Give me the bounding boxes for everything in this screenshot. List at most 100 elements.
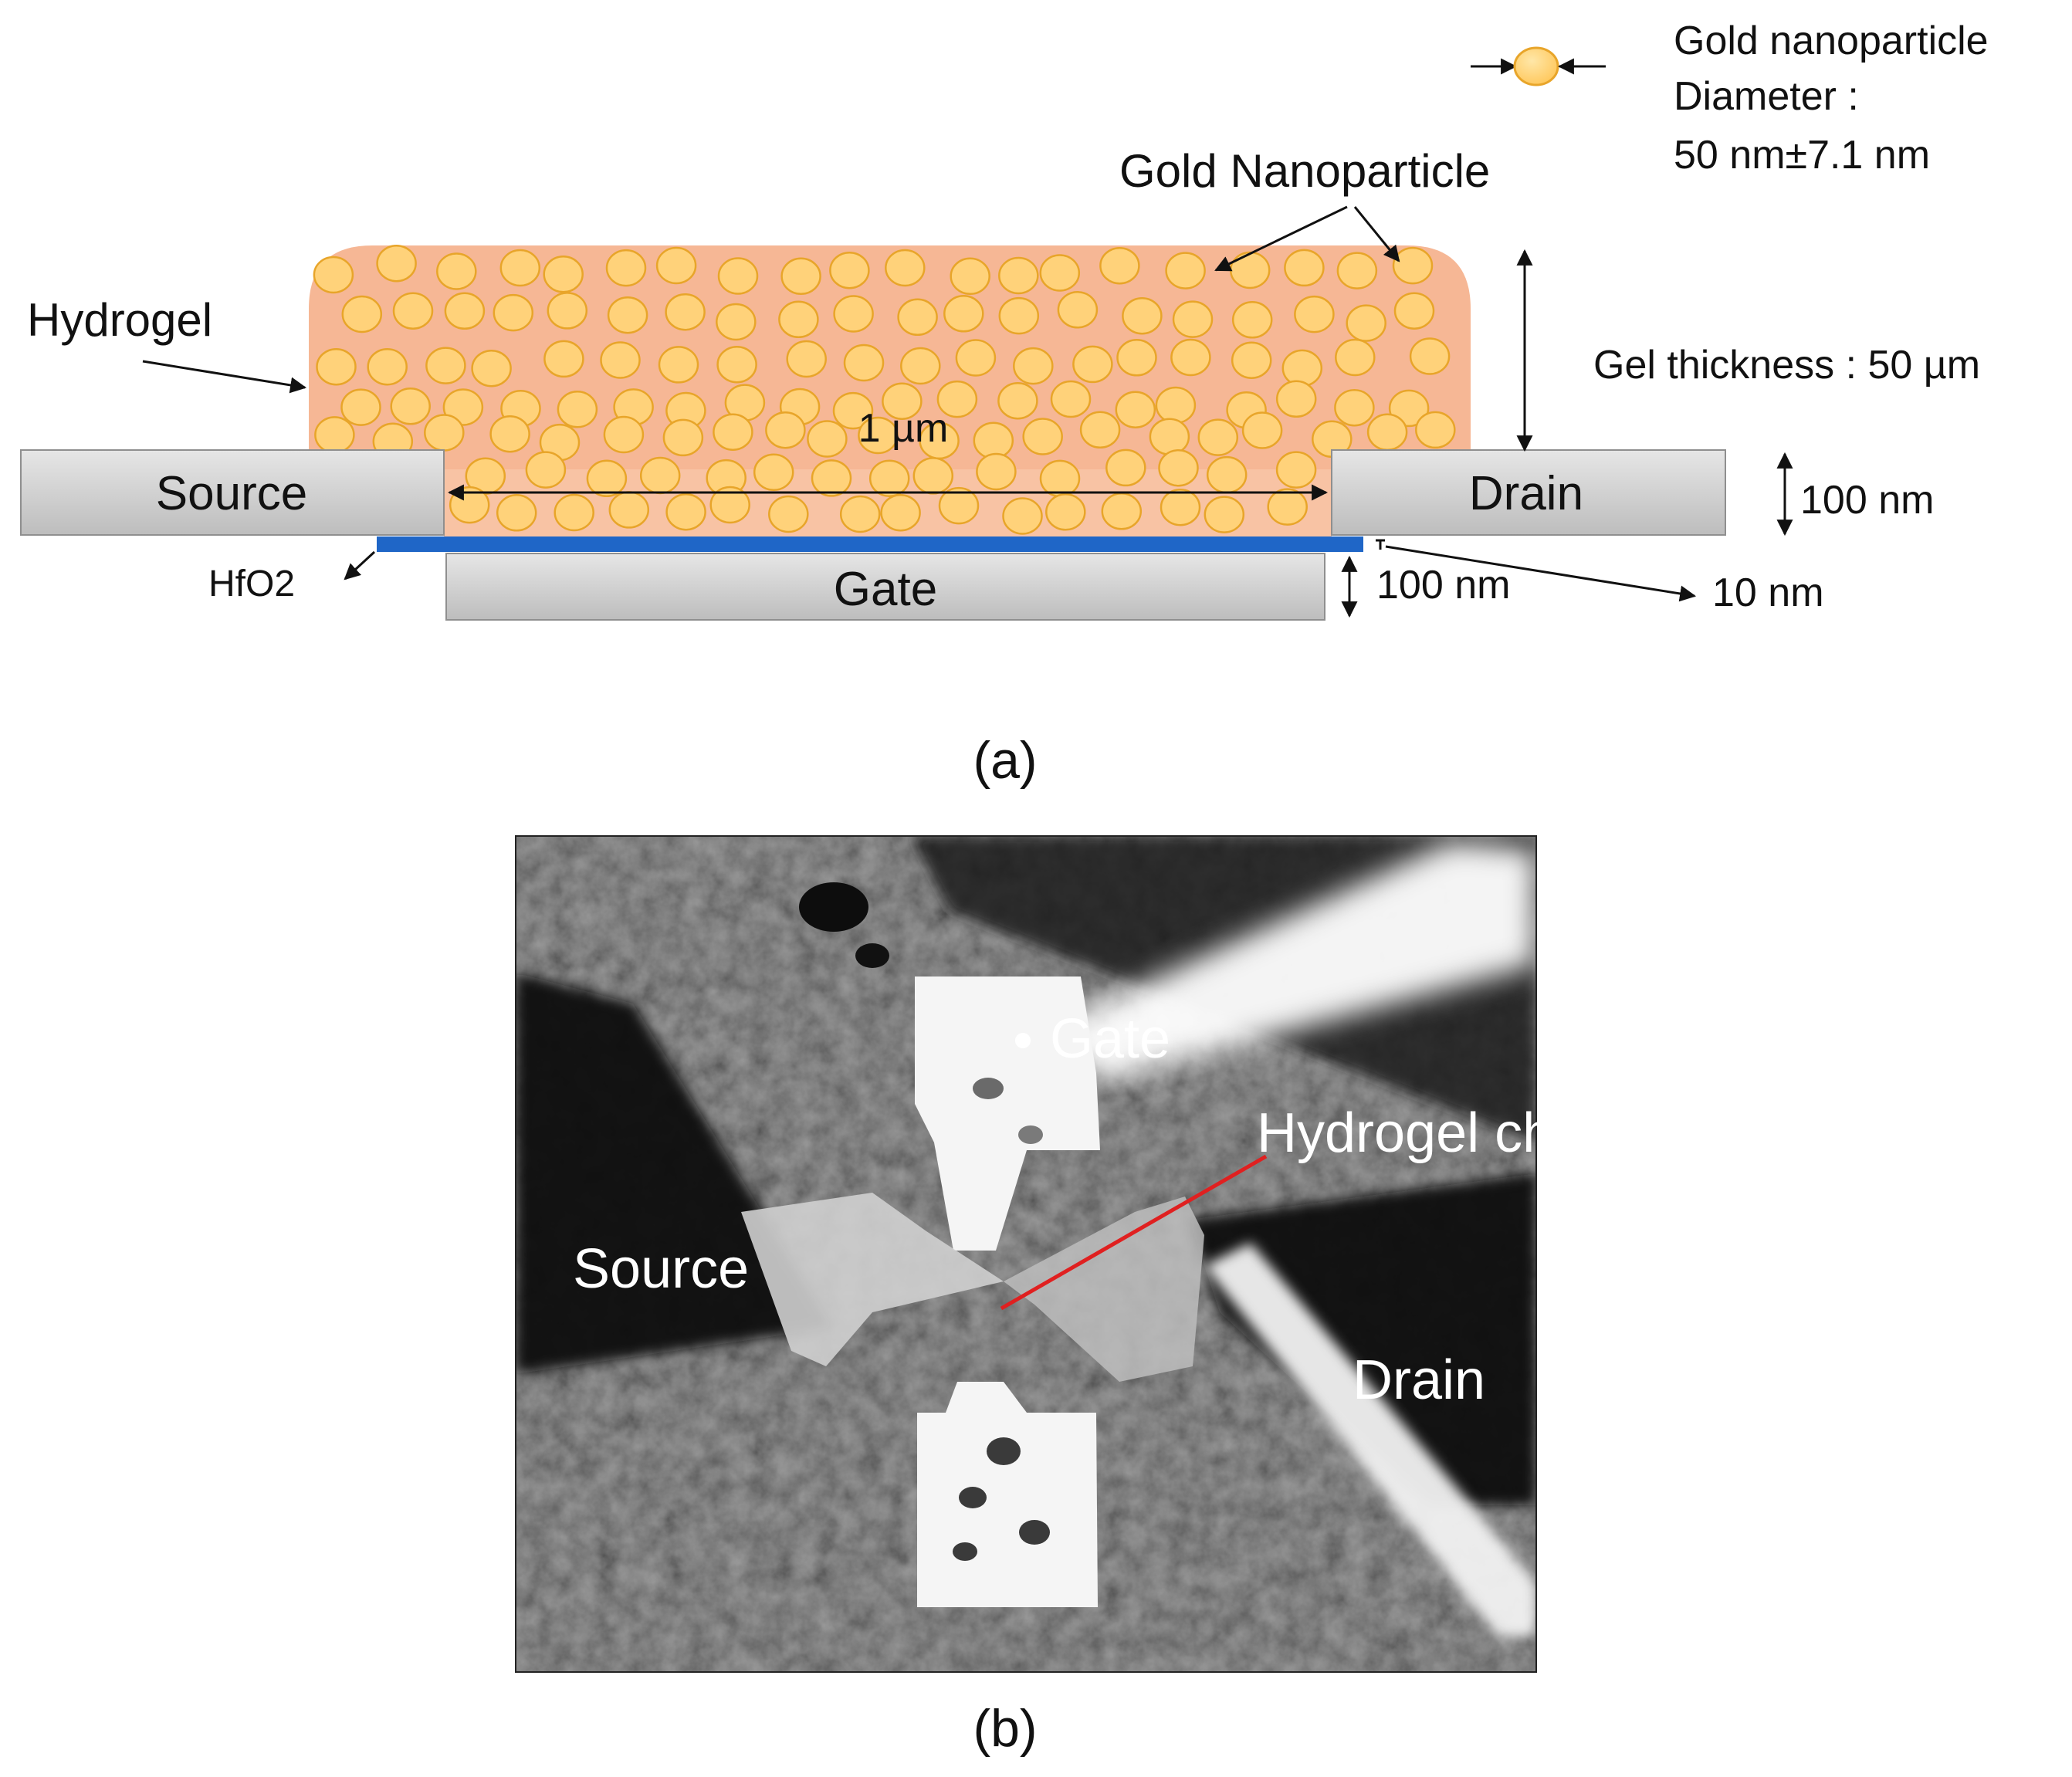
- nanoparticle: [1115, 391, 1156, 428]
- nanoparticle: [1393, 292, 1435, 330]
- nanoparticle: [973, 421, 1014, 459]
- source-label: Source: [156, 467, 307, 520]
- nanoparticle: [1334, 388, 1375, 427]
- micro-source-label: Source: [573, 1238, 749, 1300]
- nanoparticle: [713, 413, 753, 451]
- nanoparticle: [665, 492, 706, 531]
- nanoparticle: [1013, 347, 1054, 385]
- nanoparticle: [1241, 411, 1283, 449]
- nanoparticle: [1050, 380, 1092, 418]
- nanoparticle: [839, 495, 881, 533]
- gate-label: Gate: [834, 563, 937, 616]
- nanoparticle: [639, 456, 681, 495]
- nanoparticle: [543, 256, 584, 293]
- nanoparticle: [1275, 451, 1317, 489]
- panel-b: Gate Hydrogel channel Source Drain (b): [515, 835, 1689, 1758]
- nanoparticle: [1267, 488, 1308, 526]
- nanoparticle: [1170, 338, 1211, 377]
- nanoparticle: [608, 491, 650, 529]
- drain-label: Drain: [1469, 467, 1583, 520]
- legend-nanoparticle-icon: [1513, 46, 1559, 86]
- legend-line-3: 50 nm±7.1 nm: [1674, 133, 1930, 178]
- nanoparticle: [753, 453, 794, 492]
- caption-a: (a): [973, 731, 1037, 790]
- nanoparticle: [1335, 338, 1376, 377]
- nanoparticle: [1022, 418, 1063, 455]
- nanoparticle: [768, 495, 809, 533]
- legend-line-2: Diameter :: [1674, 74, 1859, 119]
- nanoparticle: [471, 349, 512, 388]
- nanoparticle: [1155, 386, 1197, 425]
- nanoparticle: [367, 347, 408, 386]
- nanoparticle: [997, 381, 1038, 420]
- nanoparticle: [496, 494, 537, 532]
- nanoparticle: [662, 418, 704, 457]
- nanoparticle: [1072, 345, 1113, 384]
- nanoparticle: [1197, 418, 1239, 456]
- nanoparticle: [607, 296, 648, 334]
- hfo2-label: HfO2: [208, 564, 295, 604]
- hfo2-layer: [377, 536, 1363, 552]
- nanoparticle: [811, 459, 852, 497]
- nanoparticle: [897, 298, 938, 337]
- nanoparticle: [314, 416, 355, 454]
- nanoparticle: [603, 415, 645, 454]
- gate-electrode: Gate: [445, 553, 1325, 621]
- nanoparticle: [1284, 249, 1325, 287]
- nanoparticle-legend: Gold nanoparticle Diameter : 50 nm±7.1 n…: [1471, 19, 1989, 178]
- nanoparticle: [885, 249, 926, 287]
- nanoparticle: [525, 451, 567, 489]
- nanoparticle: [1160, 488, 1201, 526]
- microscope-image: [516, 836, 1536, 1672]
- nanoparticle: [340, 388, 381, 426]
- gel-thickness-label: Gel thickness : 50 µm: [1593, 343, 1980, 388]
- nanoparticle: [912, 457, 954, 495]
- nanoparticle: [778, 300, 819, 339]
- nanoparticle: [665, 293, 706, 331]
- nanoparticle: [499, 249, 541, 287]
- legend-line-1: Gold nanoparticle: [1674, 19, 1989, 63]
- nanoparticle: [1204, 496, 1245, 533]
- nanoparticle: [765, 411, 806, 449]
- nanoparticle: [1149, 418, 1190, 455]
- nanoparticle: [1409, 337, 1451, 375]
- nanoparticle: [554, 493, 594, 532]
- nanoparticle: [807, 420, 848, 458]
- nanoparticle: [557, 391, 598, 428]
- nanoparticle: [780, 257, 821, 296]
- nanoparticle: [936, 380, 978, 418]
- drain-electrode: Drain: [1331, 449, 1726, 536]
- nanoparticle: [1366, 413, 1408, 452]
- nanoparticle: [955, 339, 997, 377]
- nanoparticle: [950, 257, 990, 296]
- nanoparticle: [489, 415, 530, 453]
- nanoparticle: [444, 292, 486, 330]
- micro-gate-label: Gate: [1050, 1008, 1170, 1070]
- nanoparticle: [655, 246, 697, 285]
- nanoparticle: [436, 252, 477, 290]
- nanoparticle: [341, 295, 383, 333]
- nanoparticle: [882, 382, 923, 420]
- micro-hydrogel-channel-label: Hydrogel channel: [1257, 1102, 1689, 1164]
- nanoparticle: [1336, 252, 1378, 289]
- nanoparticle: [1057, 291, 1099, 329]
- nanoparticle: [858, 416, 899, 455]
- nanoparticle: [1281, 349, 1323, 388]
- nanoparticle: [717, 257, 759, 295]
- nanoparticle: [600, 341, 641, 379]
- gold-nanoparticle-label: Gold Nanoparticle: [1119, 145, 1490, 197]
- nanoparticle: [1099, 246, 1140, 285]
- nanoparticle: [658, 346, 699, 384]
- nanoparticle: [1122, 296, 1163, 335]
- nanoparticle: [1002, 497, 1043, 535]
- gate-thickness-label: 100 nm: [1376, 563, 1510, 608]
- nanoparticle: [900, 347, 941, 385]
- nanoparticle: [1045, 493, 1086, 531]
- nanoparticle: [316, 347, 357, 386]
- nanoparticle: [1172, 300, 1214, 338]
- source-electrode: Source: [20, 449, 445, 536]
- nanoparticle: [313, 256, 354, 294]
- micro-drain-label: Drain: [1353, 1349, 1485, 1411]
- nanoparticle: [605, 249, 647, 287]
